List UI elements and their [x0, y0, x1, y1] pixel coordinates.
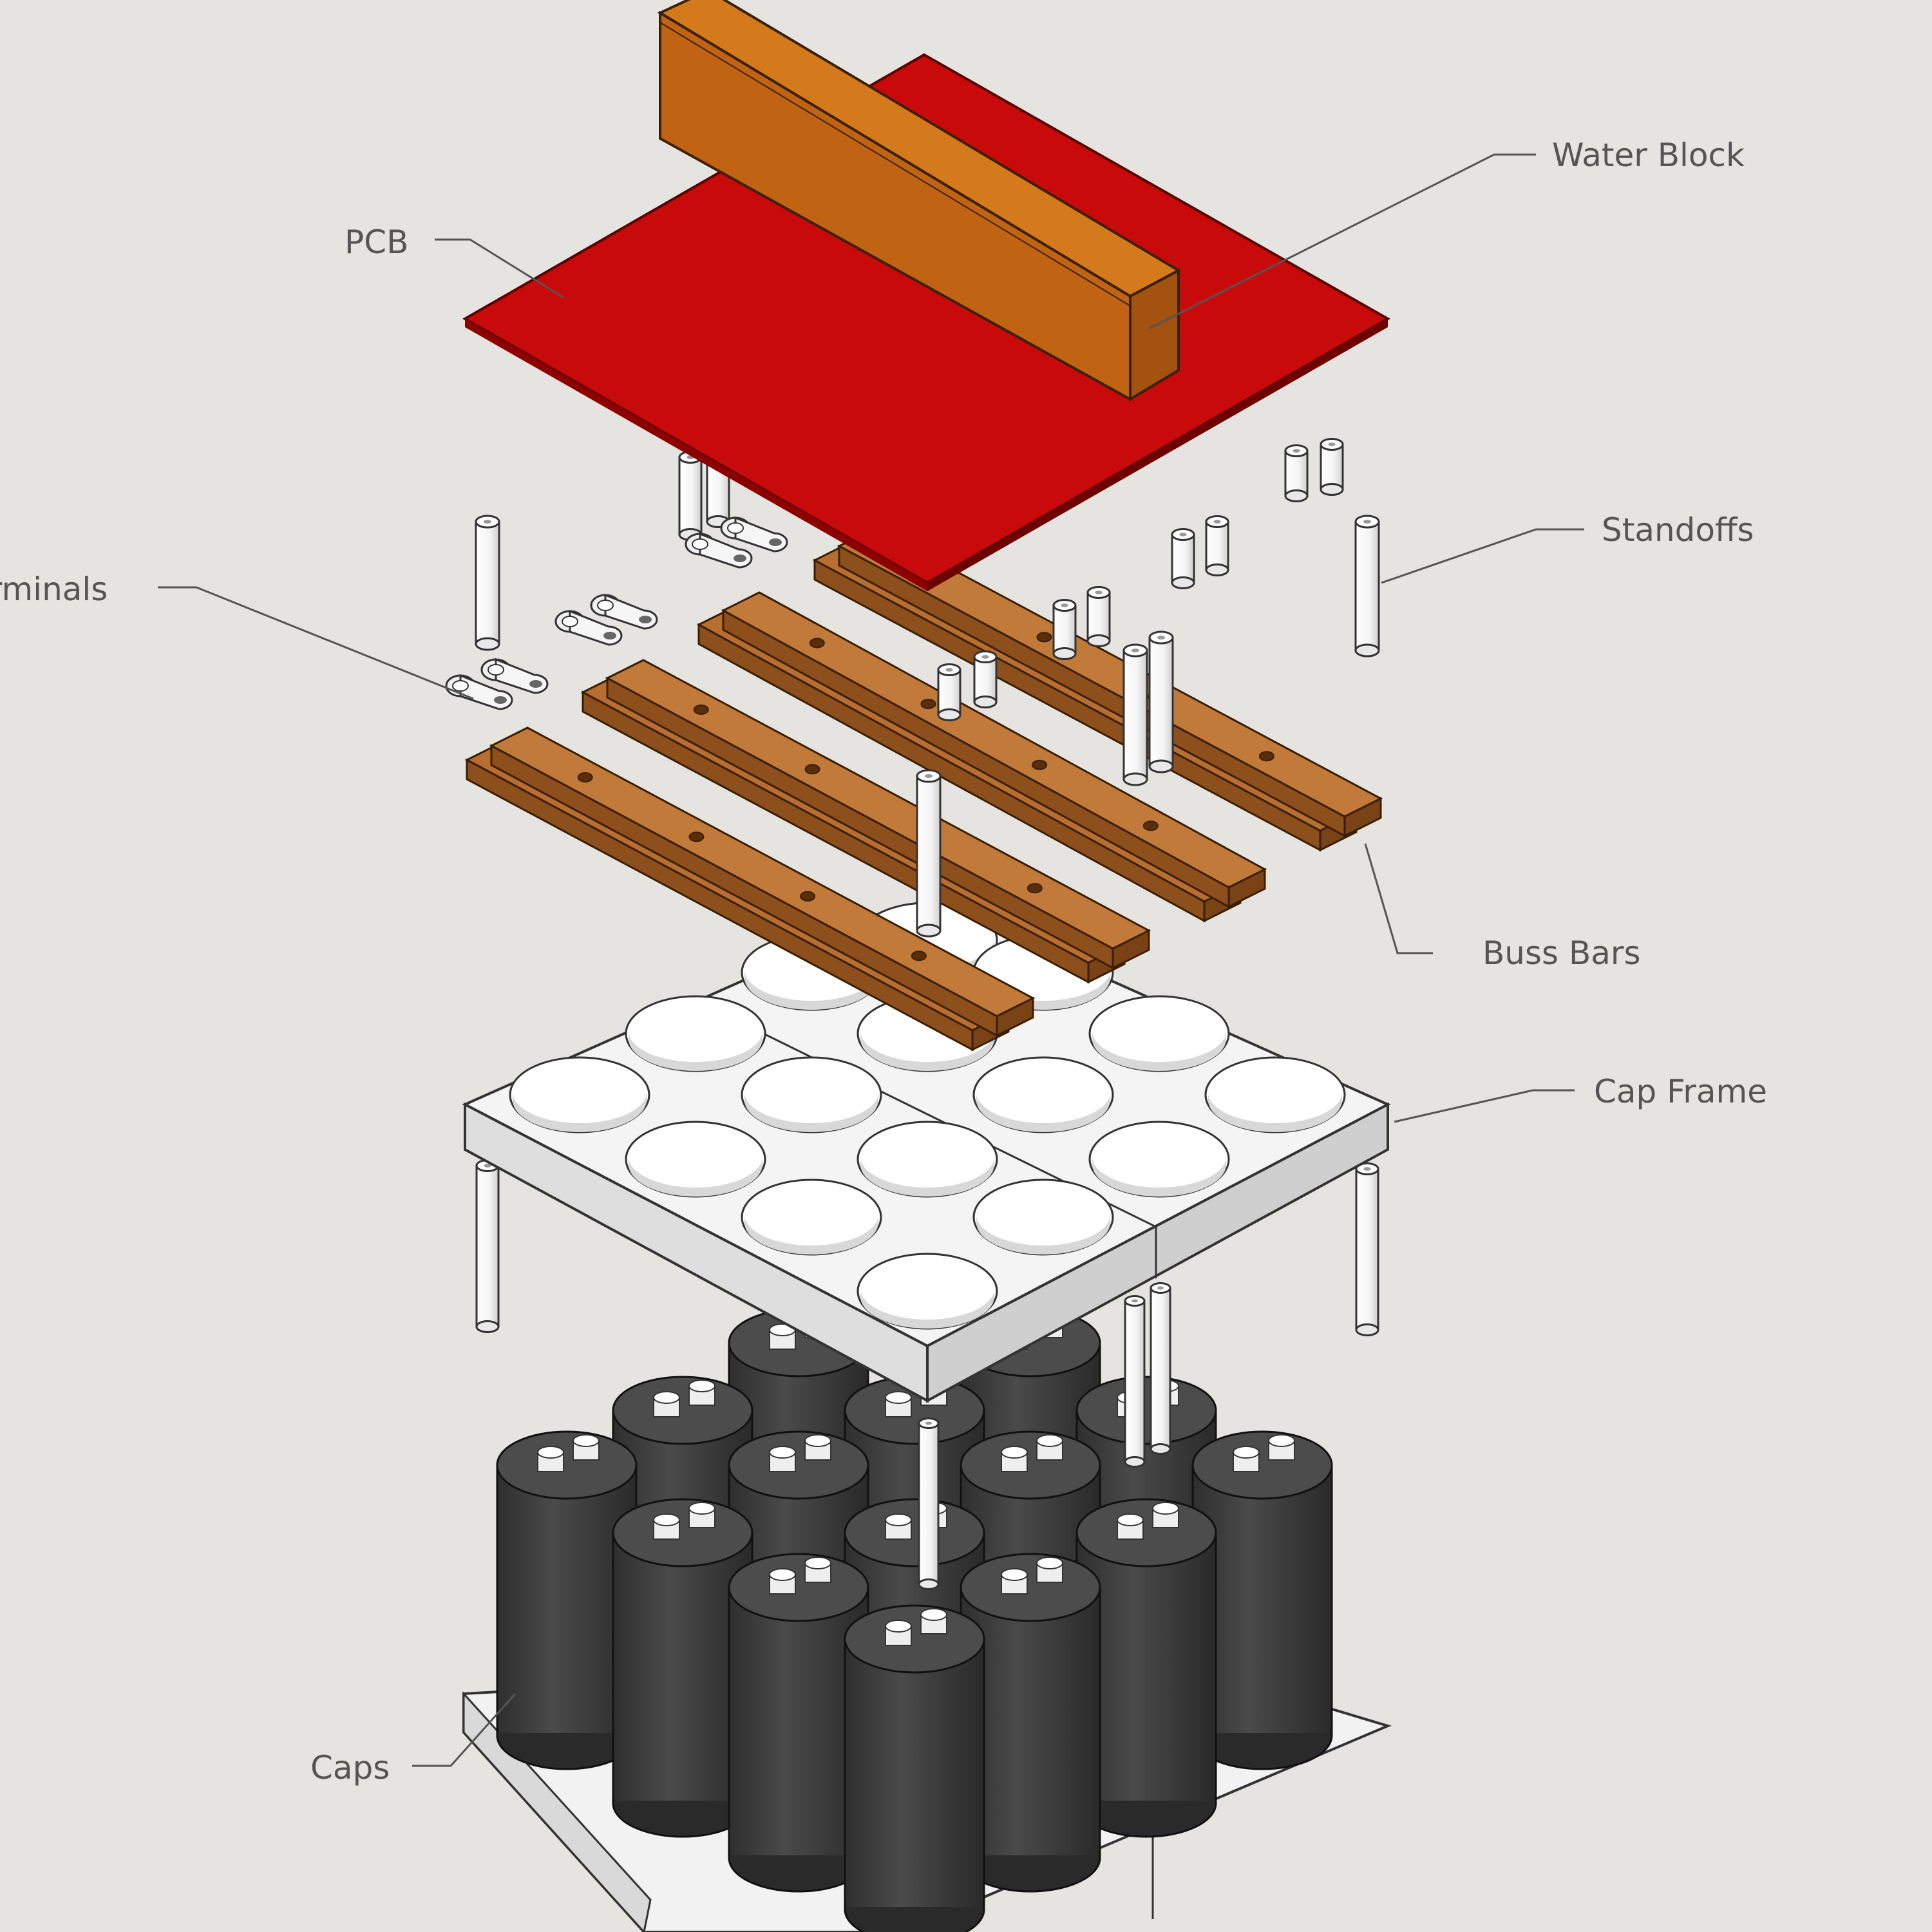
standoff-icon: [1124, 1295, 1146, 1468]
capacitor-array: [496, 1308, 1333, 1932]
terminal-lug-icon: [590, 593, 658, 630]
buss-bar-icon: [580, 659, 1151, 984]
standoff-icon: [1355, 1162, 1379, 1336]
frame-hole: [1088, 995, 1230, 1072]
standoff-icon: [1122, 643, 1148, 786]
standoff-icon: [918, 1417, 940, 1590]
buss-bars-label: Buss Bars: [1482, 934, 1641, 972]
standoff-icon: [1320, 438, 1344, 496]
standoff-icon: [1171, 528, 1195, 589]
buss-bars: [464, 527, 1383, 1052]
frame-hole: [509, 1056, 650, 1133]
terminals-label: Terminals: [0, 571, 108, 608]
standoff-icon: [1086, 586, 1111, 647]
frame-hole: [1088, 1121, 1230, 1198]
standoff-icon: [1148, 630, 1174, 773]
frame-hole: [625, 995, 766, 1072]
standoff-icon: [1205, 515, 1229, 576]
buss-bar-icon: [696, 591, 1267, 923]
frame-hole: [972, 1179, 1114, 1256]
terminal-lug-icon: [685, 532, 753, 569]
frame-standoffs: [475, 1159, 1379, 1590]
frame-hole: [741, 1179, 882, 1256]
standoff-icon: [1150, 1282, 1171, 1455]
terminal-lug-icon: [554, 609, 623, 646]
cap-frame: [462, 896, 1391, 1403]
terminal-lug-icon: [480, 658, 549, 694]
pcb-board: [462, 53, 1391, 591]
standoff-icon: [475, 1159, 500, 1333]
frame-hole: [741, 1056, 882, 1133]
water-block-label: Water Block: [1552, 137, 1745, 174]
standoff-icon: [1052, 599, 1077, 660]
frame-hole: [972, 1056, 1114, 1133]
standoff-icon: [678, 451, 703, 541]
terminal-lug-icon: [720, 516, 788, 553]
standoff-icon: [973, 650, 998, 708]
frame-hole: [857, 1121, 998, 1198]
water-block: [657, 0, 1182, 402]
frame-hole: [625, 1121, 766, 1198]
cap-frame-label: Cap Frame: [1594, 1073, 1767, 1110]
standoff-icon: [937, 663, 961, 721]
frame-hole: [1204, 1056, 1346, 1133]
caps-label: Caps: [310, 1749, 390, 1786]
pcb-label: PCB: [345, 223, 408, 261]
standoff-icon: [475, 515, 500, 651]
standoff-icon: [1284, 444, 1309, 502]
leader-lines: [158, 153, 1584, 1767]
frame-hole: [857, 1253, 998, 1330]
terminal-lugs: [445, 516, 788, 710]
standoffs-label: Standoffs: [1602, 511, 1754, 549]
upper-standoffs: [475, 438, 1380, 938]
standoff-icon: [1354, 515, 1380, 658]
capacitor-icon: [844, 1604, 985, 1932]
buss-bar-icon: [812, 527, 1383, 852]
standoff-icon: [916, 769, 942, 938]
buss-bar-icon: [464, 726, 1036, 1052]
